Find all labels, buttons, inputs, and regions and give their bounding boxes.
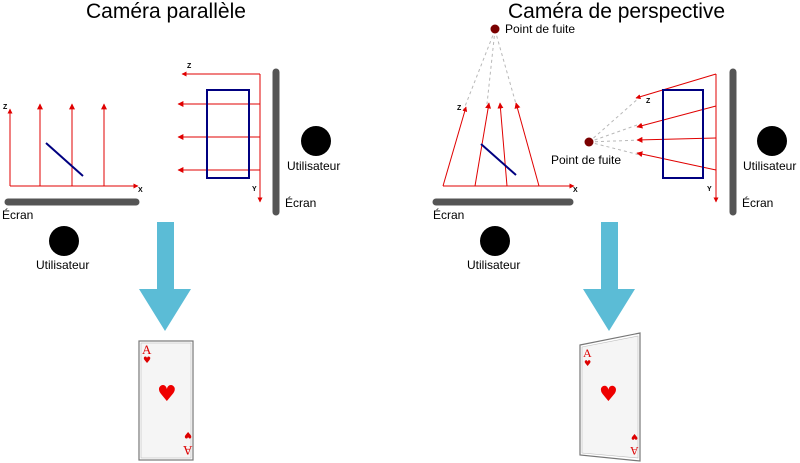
title-perspective: Caméra de perspective xyxy=(508,0,726,23)
x-axis-label: X xyxy=(573,187,578,194)
card-corner-suit: ♥ xyxy=(631,432,639,441)
card-corner-rank: A xyxy=(142,342,152,357)
dashed-line xyxy=(588,139,641,143)
ray-arrow xyxy=(636,136,717,143)
title-parallel: Caméra parallèle xyxy=(86,0,246,23)
screen-label: Écran xyxy=(433,208,465,222)
playing-card-flat xyxy=(138,340,194,461)
user-dot xyxy=(301,126,331,156)
card-corner-rank: A xyxy=(583,346,592,360)
object-line xyxy=(45,142,84,177)
user-label: Utilisateur xyxy=(743,159,797,173)
vanishing-point-label: Point de fuite xyxy=(505,22,576,36)
screen-label: Écran xyxy=(742,196,774,210)
z-axis-label: Z xyxy=(187,63,192,70)
user-label: Utilisateur xyxy=(467,258,521,272)
ray-arrow xyxy=(636,151,717,171)
z-axis-label: Z xyxy=(3,104,8,111)
parallel-side-view xyxy=(177,68,331,216)
z-axis-arrow xyxy=(442,106,468,187)
user-label: Utilisateur xyxy=(36,258,90,272)
playing-card-perspective xyxy=(579,332,641,462)
card-corner-rank: A xyxy=(630,444,639,458)
user-label: Utilisateur xyxy=(287,159,341,173)
perspective-side-view xyxy=(584,68,787,216)
z-axis-label: Z xyxy=(646,98,651,105)
user-dot xyxy=(480,226,510,256)
x-axis-label: X xyxy=(138,187,143,194)
vanishing-point-dot xyxy=(584,137,594,147)
card-corner-suit: ♥ xyxy=(584,359,592,368)
ray-arrow xyxy=(497,102,508,187)
transition-arrow xyxy=(139,222,191,331)
y-axis-label: Y xyxy=(707,186,712,193)
screen-label: Écran xyxy=(2,208,34,222)
screen-label: Écran xyxy=(285,196,317,210)
parallel-top-view xyxy=(4,103,140,256)
heart-icon: ♥ xyxy=(599,382,618,406)
ray-arrow xyxy=(636,105,717,129)
perspective-top-view xyxy=(432,24,575,256)
card-corner-suit: ♥ xyxy=(143,356,152,366)
vanishing-point-label: Point de fuite xyxy=(551,153,622,167)
ray-arrow xyxy=(514,102,540,187)
dashed-line xyxy=(588,96,641,143)
user-dot xyxy=(757,126,787,156)
user-dot xyxy=(49,226,79,256)
object-rect xyxy=(662,89,704,179)
card-corner-rank: A xyxy=(183,443,193,458)
transition-arrow xyxy=(583,222,635,331)
y-axis-label: Y xyxy=(252,186,257,193)
heart-icon: ♥ xyxy=(157,382,177,407)
object-rect xyxy=(206,89,250,179)
dashed-line xyxy=(588,123,641,143)
object-line xyxy=(480,143,517,176)
dashed-line xyxy=(588,141,641,156)
z-axis-arrow xyxy=(635,73,717,100)
dashed-line xyxy=(494,29,517,105)
card-corner-suit: ♥ xyxy=(184,429,193,439)
vanishing-point-dot xyxy=(490,24,500,34)
dashed-line xyxy=(486,29,496,105)
z-axis-label: Z xyxy=(457,105,462,112)
